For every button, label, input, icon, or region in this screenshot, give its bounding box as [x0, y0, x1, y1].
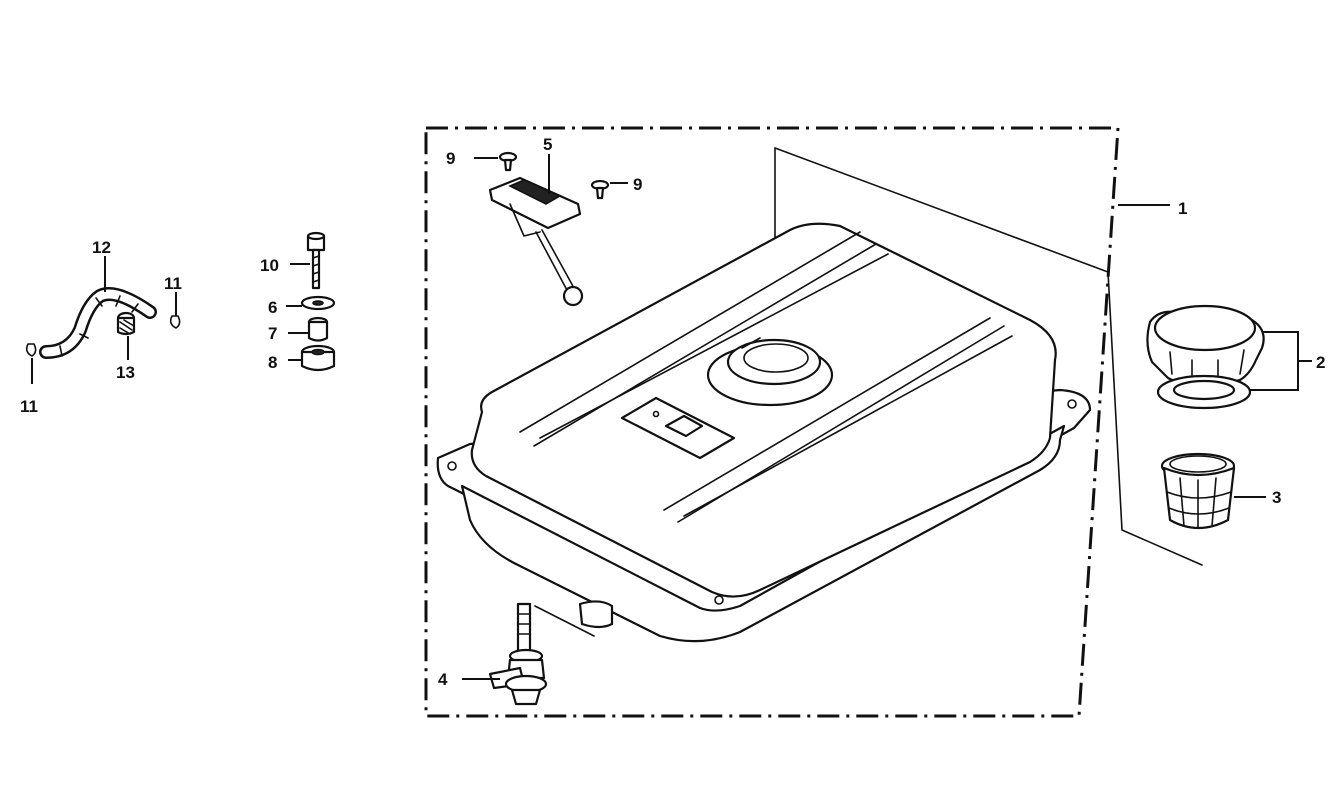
- callout-12: 12: [92, 238, 111, 257]
- callout-11b: 11: [164, 274, 182, 293]
- callout-7: 7: [268, 324, 277, 343]
- callout-11a: 11: [20, 397, 38, 416]
- callout-8: 8: [268, 353, 277, 372]
- screw-right: [590, 179, 610, 200]
- inline-fuel-filter: [116, 311, 136, 336]
- washer: [300, 295, 336, 311]
- callout-2: 2: [1316, 353, 1325, 372]
- callout-10: 10: [260, 256, 279, 275]
- callout-9a: 9: [446, 149, 455, 168]
- mounting-bolt: [306, 231, 326, 290]
- fuel-tank: [436, 147, 1109, 643]
- leader-2: [1250, 331, 1312, 391]
- callout-4: 4: [438, 670, 448, 689]
- callout-6: 6: [268, 298, 277, 317]
- rubber-bushing: [300, 344, 336, 372]
- callout-9b: 9: [633, 175, 642, 194]
- fuel-cap: [1146, 304, 1265, 410]
- hose-clip-left: [25, 343, 37, 357]
- fuel-gauge: [488, 176, 584, 307]
- fuel-strainer: [1107, 271, 1236, 566]
- screw-left: [498, 151, 518, 172]
- fuel-valve: [488, 602, 595, 706]
- collar: [307, 316, 329, 342]
- callout-13: 13: [116, 363, 135, 382]
- callout-3: 3: [1272, 488, 1281, 507]
- callout-1: 1: [1178, 199, 1187, 218]
- fuel-hose: [39, 287, 157, 359]
- hose-clip-right: [169, 315, 181, 329]
- callout-5: 5: [543, 135, 552, 154]
